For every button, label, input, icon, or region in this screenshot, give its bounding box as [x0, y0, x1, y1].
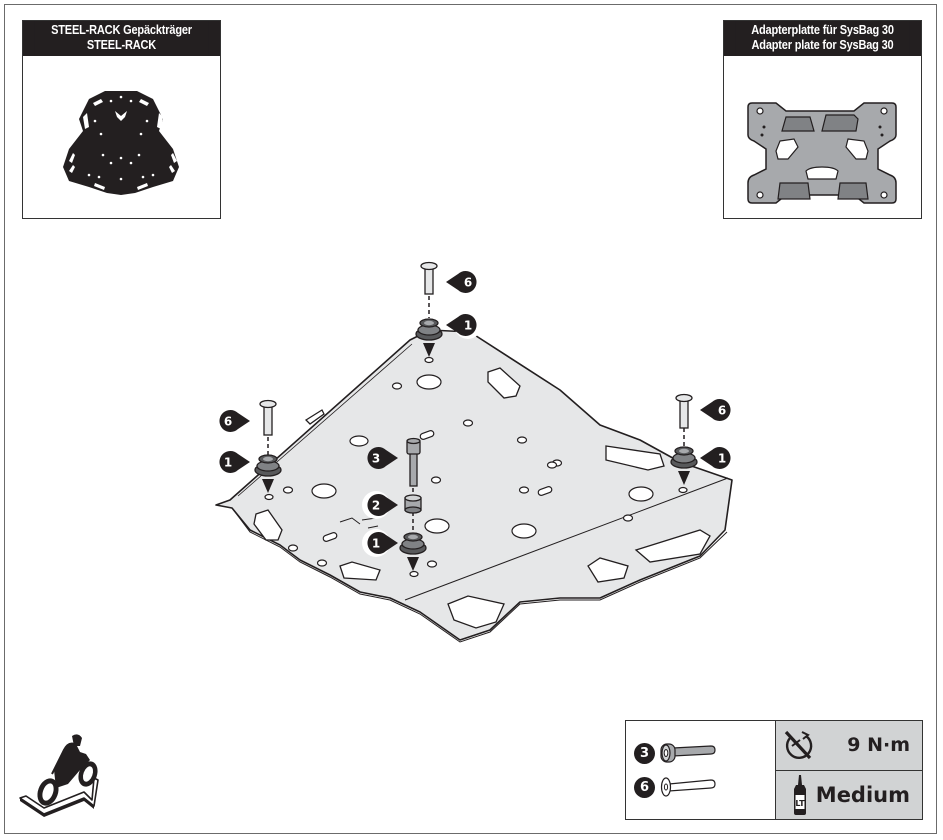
part-title-line1: Adapterplatte für SysBag 30	[751, 23, 894, 37]
torque-cell: 9 N·m	[776, 721, 922, 770]
loctite-bottle-icon: LT	[794, 774, 806, 815]
part-number-badge: 3	[634, 742, 655, 764]
torque-wrench-icon	[784, 731, 813, 760]
screw-legend-item: 6	[634, 776, 719, 798]
svg-text:1: 1	[464, 319, 472, 333]
part-title-bar: STEEL-RACK Gepäckträger STEEL-RACK	[23, 21, 220, 56]
spacer	[404, 494, 422, 514]
torque-value: 9 N·m	[847, 734, 910, 757]
countersunk-screws	[259, 261, 693, 436]
svg-text:1: 1	[718, 452, 726, 466]
part-box-adapter-plate: Adapterplatte für SysBag 30 Adapter plat…	[723, 20, 922, 219]
svg-text:LT: LT	[795, 799, 805, 808]
svg-text:1: 1	[372, 537, 380, 551]
insert-arrows	[262, 343, 690, 571]
screw-legend: 3 6	[626, 721, 776, 819]
spec-table: 3 6 9 N·m	[625, 720, 923, 820]
grommets	[254, 318, 698, 555]
callouts: 6 1 6 1 6 1 3	[214, 271, 736, 557]
part-title: Adapterplatte für SysBag 30 Adapter plat…	[735, 21, 910, 56]
svg-text:2: 2	[372, 499, 380, 513]
svg-text:6: 6	[718, 404, 726, 418]
motorcycle-side-stand-icon	[19, 734, 99, 817]
screw-legend-item: 3	[634, 742, 719, 764]
part-title-bar: Adapterplatte für SysBag 30 Adapter plat…	[724, 21, 921, 56]
threadlocker-cell: LT Medium	[776, 769, 922, 819]
part-title-line2: Adapter plate for SysBag 30	[751, 38, 894, 52]
steel-rack-plate-icon	[63, 91, 179, 195]
rack-plate	[215, 329, 733, 643]
svg-text:6: 6	[224, 415, 232, 429]
svg-text:1: 1	[224, 456, 232, 470]
part-box-steel-rack: STEEL-RACK Gepäckträger STEEL-RACK	[22, 20, 221, 219]
socket-head-screw	[406, 437, 421, 487]
adapter-plate-icon	[747, 102, 897, 204]
part-title-line1: STEEL-RACK Gepäckträger	[51, 23, 192, 37]
threadlocker-value: Medium	[815, 782, 910, 807]
part-title: STEEL-RACK Gepäckträger STEEL-RACK	[34, 21, 209, 56]
page-frame	[4, 4, 937, 834]
part-number-badge: 6	[634, 776, 655, 798]
countersunk-screw-icon	[660, 777, 716, 797]
svg-text:3: 3	[372, 452, 380, 466]
svg-text:6: 6	[464, 276, 472, 290]
part-title-line2: STEEL-RACK	[86, 38, 157, 52]
socket-head-screw-icon	[660, 743, 716, 763]
